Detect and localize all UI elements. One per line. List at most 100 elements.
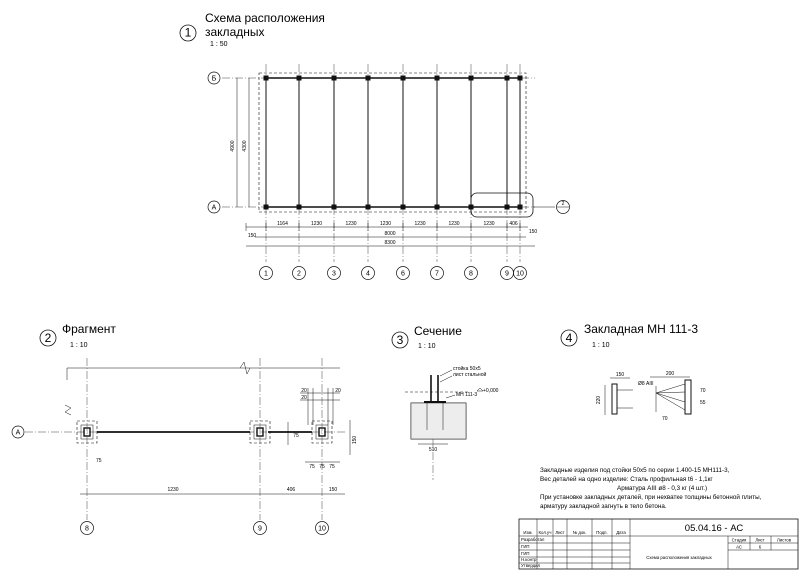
view2-title: Фрагмент [62,322,116,336]
label-plate: лист стальной [453,371,486,378]
embed-bottom-1 [296,204,302,210]
view4-embedded-part: 4 Закладная МН 111-3 1 : 10 220 150 Ø8 А… [560,322,706,422]
fragment-bubble-10 [315,521,329,535]
embed-top-7 [504,75,510,81]
part-plate-side [611,383,618,415]
fragment-bubble-9 [253,521,267,535]
note-line-3: Арматура АIII ø8 - 0,3 кг (4 шт.) [617,485,707,492]
embed-top-6 [468,75,474,81]
view3-scale: 1 : 10 [418,343,436,350]
leader-part [445,394,456,399]
part-bar-plan-2 [655,391,686,411]
hdim-total-inner: 8000 [384,231,395,237]
view4-scale: 1 : 10 [592,342,610,349]
view3-number: 3 [397,333,404,347]
fragment-callout-box [470,192,534,218]
note-line-1: Закладные изделия под стойки 50х5 по сер… [540,466,730,474]
view2-scale: 1 : 10 [70,342,88,349]
fragment-label-8: 8 [85,526,89,533]
fragment-bubble-8 [80,521,94,535]
embed-top-1 [296,75,302,81]
stamp-code: 05.04.16 - АС [685,523,744,534]
title-block: 05.04.16 - АС Стадия Лист Листов АС 6 Сх… [518,518,799,570]
stamp-frame [518,518,799,570]
axis-label-b: Б [212,76,217,83]
plate-axis-10: 20 20 20 [300,388,341,444]
label-post: стойка 50х5 [453,365,481,372]
part-dim-a-2: 70 [662,416,668,422]
stamp-head-2: Лист [555,530,564,535]
dim-side-value: 75 [293,433,299,439]
column-label-4: 4 [366,271,370,278]
dim-left-small: 75 [96,458,102,464]
view2-fragment: 2 Фрагмент 1 : 10 А [11,322,358,535]
view2-number-circle [39,329,57,347]
column-bubble-4 [361,266,375,280]
column-label-8: 8 [469,271,473,278]
stamp-col-sheet: Лист [755,538,764,543]
slab-outline [258,72,527,213]
hdim-left-small: 150 [248,233,257,239]
note-line-4: При установке закладных деталей, при нех… [540,493,762,501]
span-label-1: 1230 [311,221,322,227]
span-label-0: 1164 [277,221,288,227]
column-bubble-6 [396,266,410,280]
span-label-5: 1230 [448,221,459,227]
fragment-callout-circle [556,200,570,214]
level-mark [476,387,484,392]
vdim-outer: 4900 [230,140,236,151]
stamp-head-0: Изм. [523,530,532,535]
view3-title: Сечение [414,324,462,338]
dim-end: 150 [329,487,338,493]
embed-bottom-4 [400,204,406,210]
dim-row-3: 75 [329,464,335,470]
label-level: +0,000 [483,388,499,394]
span-label-4: 1230 [414,221,425,227]
view1-plan: 1 Схема расположения закладных 1 : 50 Б … [179,11,570,280]
stamp-head-1: Кол.уч [539,530,552,535]
vdim-inner: 4300 [242,140,248,151]
break-mark-top [239,361,251,375]
column-label-2: 2 [297,271,301,278]
span-label-6: 1230 [483,221,494,227]
column-bubble-3 [327,266,341,280]
part-dim-a: 70 [700,388,706,394]
view1-number-circle [179,24,197,42]
view3-section: 3 Сечение 1 : 10 стойка 50х5 лист стальн… [391,324,499,480]
column-bubble-7 [430,266,444,280]
break-mark-left [64,404,72,416]
embed-top-5 [434,75,440,81]
view1-title-line2: закладных [205,25,265,39]
column-label-9: 9 [505,271,509,278]
stamp-col-sheets: Листов [777,538,792,543]
embed-bottom-5 [434,204,440,210]
view1-scale: 1 : 50 [210,41,228,48]
embed-bottom-2 [331,204,337,210]
column-bubble-10 [513,266,527,280]
axis-label-a: А [212,205,217,212]
hdim-right-small: 150 [529,229,538,235]
stamp-sheet-name: Схема расположения закладных [646,555,712,560]
span-label-7: 406 [509,221,518,227]
note-line-5: арматуру закладной загнуть в тело бетона… [540,502,667,510]
embed-bottom-8 [517,204,523,210]
dim-row-1: 75 [309,464,315,470]
embed-top-0 [263,75,269,81]
column-bubble-1 [259,266,273,280]
stamp-person-2: ГИП [521,551,530,556]
fragment-axis-bubble-a [11,425,25,439]
part-plate-plan [684,379,692,415]
axis-bubble-b [207,71,221,85]
view1-title-line1: Схема расположения [205,11,325,25]
stamp-head-5: Дата [616,530,626,535]
embed-top-4 [400,75,406,81]
embed-top-2 [331,75,337,81]
dim-small-1: 20 [301,388,307,394]
span-label-3: 1230 [380,221,391,227]
view4-number-circle [560,329,578,347]
leader-plate [439,375,453,383]
